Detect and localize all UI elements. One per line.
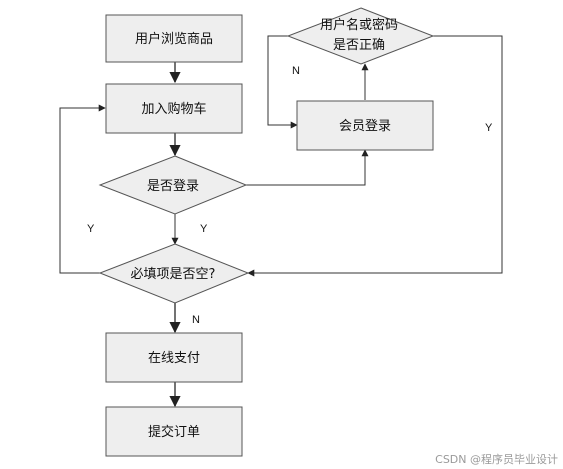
edge-check-required-loop-to-add-cart bbox=[59, 104, 106, 274]
watermark: CSDN @程序员毕业设计 bbox=[435, 452, 558, 466]
edge-label-credentials-no: N bbox=[292, 65, 300, 77]
edge-label-loop-back-yes: Y bbox=[87, 223, 95, 235]
node-member-login-label: 会员登录 bbox=[339, 119, 391, 134]
edge-label-required-no: N bbox=[192, 314, 200, 326]
edge-check-credentials-no-to-member-login bbox=[267, 35, 298, 129]
node-browse: 用户浏览商品 bbox=[105, 14, 243, 63]
node-browse-label: 用户浏览商品 bbox=[135, 31, 213, 47]
node-is-logged-in: 是否登录 bbox=[98, 155, 248, 215]
node-check-required-label: 必填项是否空? bbox=[131, 267, 216, 282]
node-check-required: 必填项是否空? bbox=[98, 243, 250, 304]
node-check-credentials-label-line2: 是否正确 bbox=[333, 38, 385, 53]
node-pay-online: 在线支付 bbox=[105, 332, 243, 383]
edge-is-logged-in-to-member-login bbox=[246, 149, 369, 186]
edge-label-credentials-yes: Y bbox=[485, 122, 493, 134]
node-pay-online-label: 在线支付 bbox=[148, 351, 200, 366]
node-submit-order: 提交订单 bbox=[105, 406, 243, 457]
node-check-credentials: 用户名或密码 是否正确 bbox=[286, 7, 435, 65]
node-add-cart-label: 加入购物车 bbox=[141, 101, 206, 117]
node-add-cart: 加入购物车 bbox=[105, 83, 243, 134]
node-check-credentials-label-line1: 用户名或密码 bbox=[320, 17, 398, 33]
edge-check-credentials-yes-to-check-required bbox=[247, 35, 503, 277]
edge-label-logged-in-yes: Y bbox=[200, 223, 208, 235]
node-is-logged-in-label: 是否登录 bbox=[147, 179, 199, 194]
node-member-login: 会员登录 bbox=[296, 100, 434, 151]
node-submit-order-label: 提交订单 bbox=[148, 424, 200, 440]
